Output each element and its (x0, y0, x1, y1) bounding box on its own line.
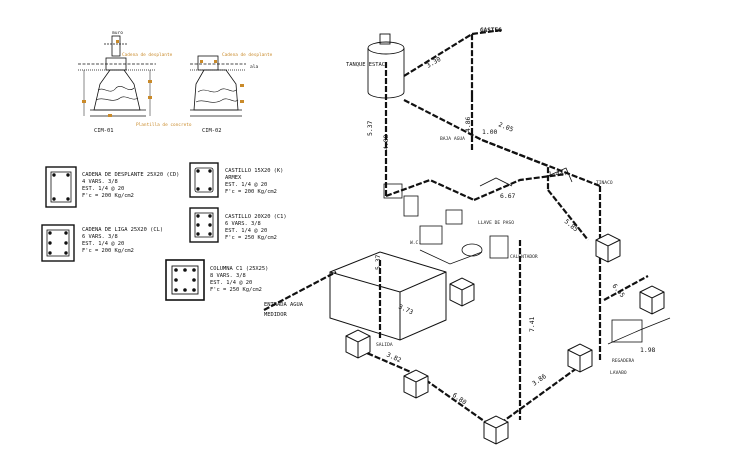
legend-title-c1: CASTILLO 20X20 (C1) (225, 214, 287, 220)
legend-line4-cd: F'c = 200 Kg/cm2 (82, 193, 134, 199)
dim-15: 3.86 (531, 372, 548, 387)
pier-cubes (345, 233, 665, 445)
dim-7: 6.67 (500, 192, 516, 200)
note-3: CALENTADOR (510, 254, 538, 260)
pier-3 (483, 415, 509, 445)
pier-4 (567, 343, 593, 373)
tank-label: TANQUE ESTAC. (346, 62, 388, 68)
detail-label-plantilla: Plantilla de concreto (136, 122, 192, 128)
legend-line3-c1: EST. 1/4 @ 20 (225, 228, 267, 234)
legend-section-c1 (189, 207, 219, 243)
cistern-box (329, 251, 447, 341)
dim-9: 5.85 (563, 217, 580, 233)
legend-title-cl: CADENA DE LIGA 25X20 (CL) (82, 227, 163, 233)
legend-line2-k: ARMEX (225, 175, 242, 181)
dim-16: 6.55 (610, 282, 626, 299)
dim-8: 1.44 (548, 170, 564, 178)
legend-line3-cl: EST. 1/4 @ 20 (82, 241, 124, 247)
legend-line2-c1: 6 VARS. 3/8 (225, 221, 261, 227)
note-6: LAVABO (610, 370, 627, 376)
note-7: SALIDA (376, 342, 393, 348)
legend-section-k (189, 162, 219, 198)
detail-label-cadena-b: Cadena de desplante (222, 52, 273, 58)
dim-4: 4.86 (464, 116, 472, 132)
legend-section-cl (41, 224, 75, 262)
legend-line2-cl: 6 VARS. 3/8 (82, 234, 118, 240)
legend-title-cd: CADENA DE DESPLANTE 25X20 (CD) (82, 172, 179, 178)
legend-title-k: CASTILLO 15X20 (K) (225, 168, 283, 174)
section-title-cim-02: CIM-02 (202, 128, 221, 134)
dim-14: 5.37 (374, 254, 382, 270)
left-entry-label: ENTRADA AGUA (264, 302, 304, 308)
pier-5 (595, 233, 621, 263)
legend-line2-column: 8 VARS. 3/8 (210, 273, 246, 279)
note-1: BAJA AGUA (440, 136, 465, 142)
dim-3: 3.30 (425, 55, 442, 70)
legend-line3-column: EST. 1/4 @ 20 (210, 280, 252, 286)
legend-section-cd (45, 166, 77, 208)
pipe-network (263, 28, 649, 429)
note-2: LLAVE DE PASO (478, 220, 514, 226)
note-4: TINACO (596, 180, 613, 186)
legend-line4-k: F'c = 200 Kg/cm2 (225, 189, 277, 195)
dim-17: 1.98 (640, 346, 656, 354)
legend-line3-k: EST. 1/4 @ 20 (225, 182, 267, 188)
dim-1: 5.37 (366, 120, 374, 136)
dim-12: 3.82 (385, 351, 402, 365)
foundation-detail-b-accents (200, 60, 244, 103)
pier-2 (403, 369, 429, 399)
detail-label-muro: muro (112, 31, 123, 36)
legend-line4-c1: F'c = 250 Kg/cm2 (225, 235, 277, 241)
note-8: W.C. (410, 240, 421, 246)
foundation-detail-a (78, 35, 156, 117)
pier-7 (449, 277, 475, 307)
pier-6 (639, 285, 665, 315)
pier-1 (345, 329, 371, 359)
detail-label-ala: ala (250, 64, 259, 70)
legend-line4-cl: F'c = 200 Kg/cm2 (82, 248, 134, 254)
dim-6: 2.05 (497, 120, 514, 133)
dim-5: 1.00 (482, 128, 498, 136)
legend-line4-column: F'c = 250 Kg/cm2 (210, 287, 262, 293)
section-title-cim-01: CIM-01 (94, 128, 113, 134)
detail-label-cadena-a: Cadena de desplante (122, 52, 173, 58)
legend-line3-cd: EST. 1/4 @ 20 (82, 186, 124, 192)
foundation-detail-a-accents (82, 40, 152, 117)
dim-2: 4.88 (382, 134, 390, 150)
legend-section-column (165, 259, 205, 301)
fixture-cluster (383, 167, 671, 345)
legend-title-column: COLUMNA C1 (25X25) (210, 266, 268, 272)
legend-line2-cd: 4 VARS. 3/8 (82, 179, 118, 185)
foundation-detail-b (190, 55, 246, 117)
gas-label: GASTEC (480, 27, 502, 34)
dim-11: 7.41 (528, 316, 536, 332)
left-entry-label-2: MEDIDOR (264, 312, 287, 318)
note-5: REGADERA (612, 358, 634, 364)
